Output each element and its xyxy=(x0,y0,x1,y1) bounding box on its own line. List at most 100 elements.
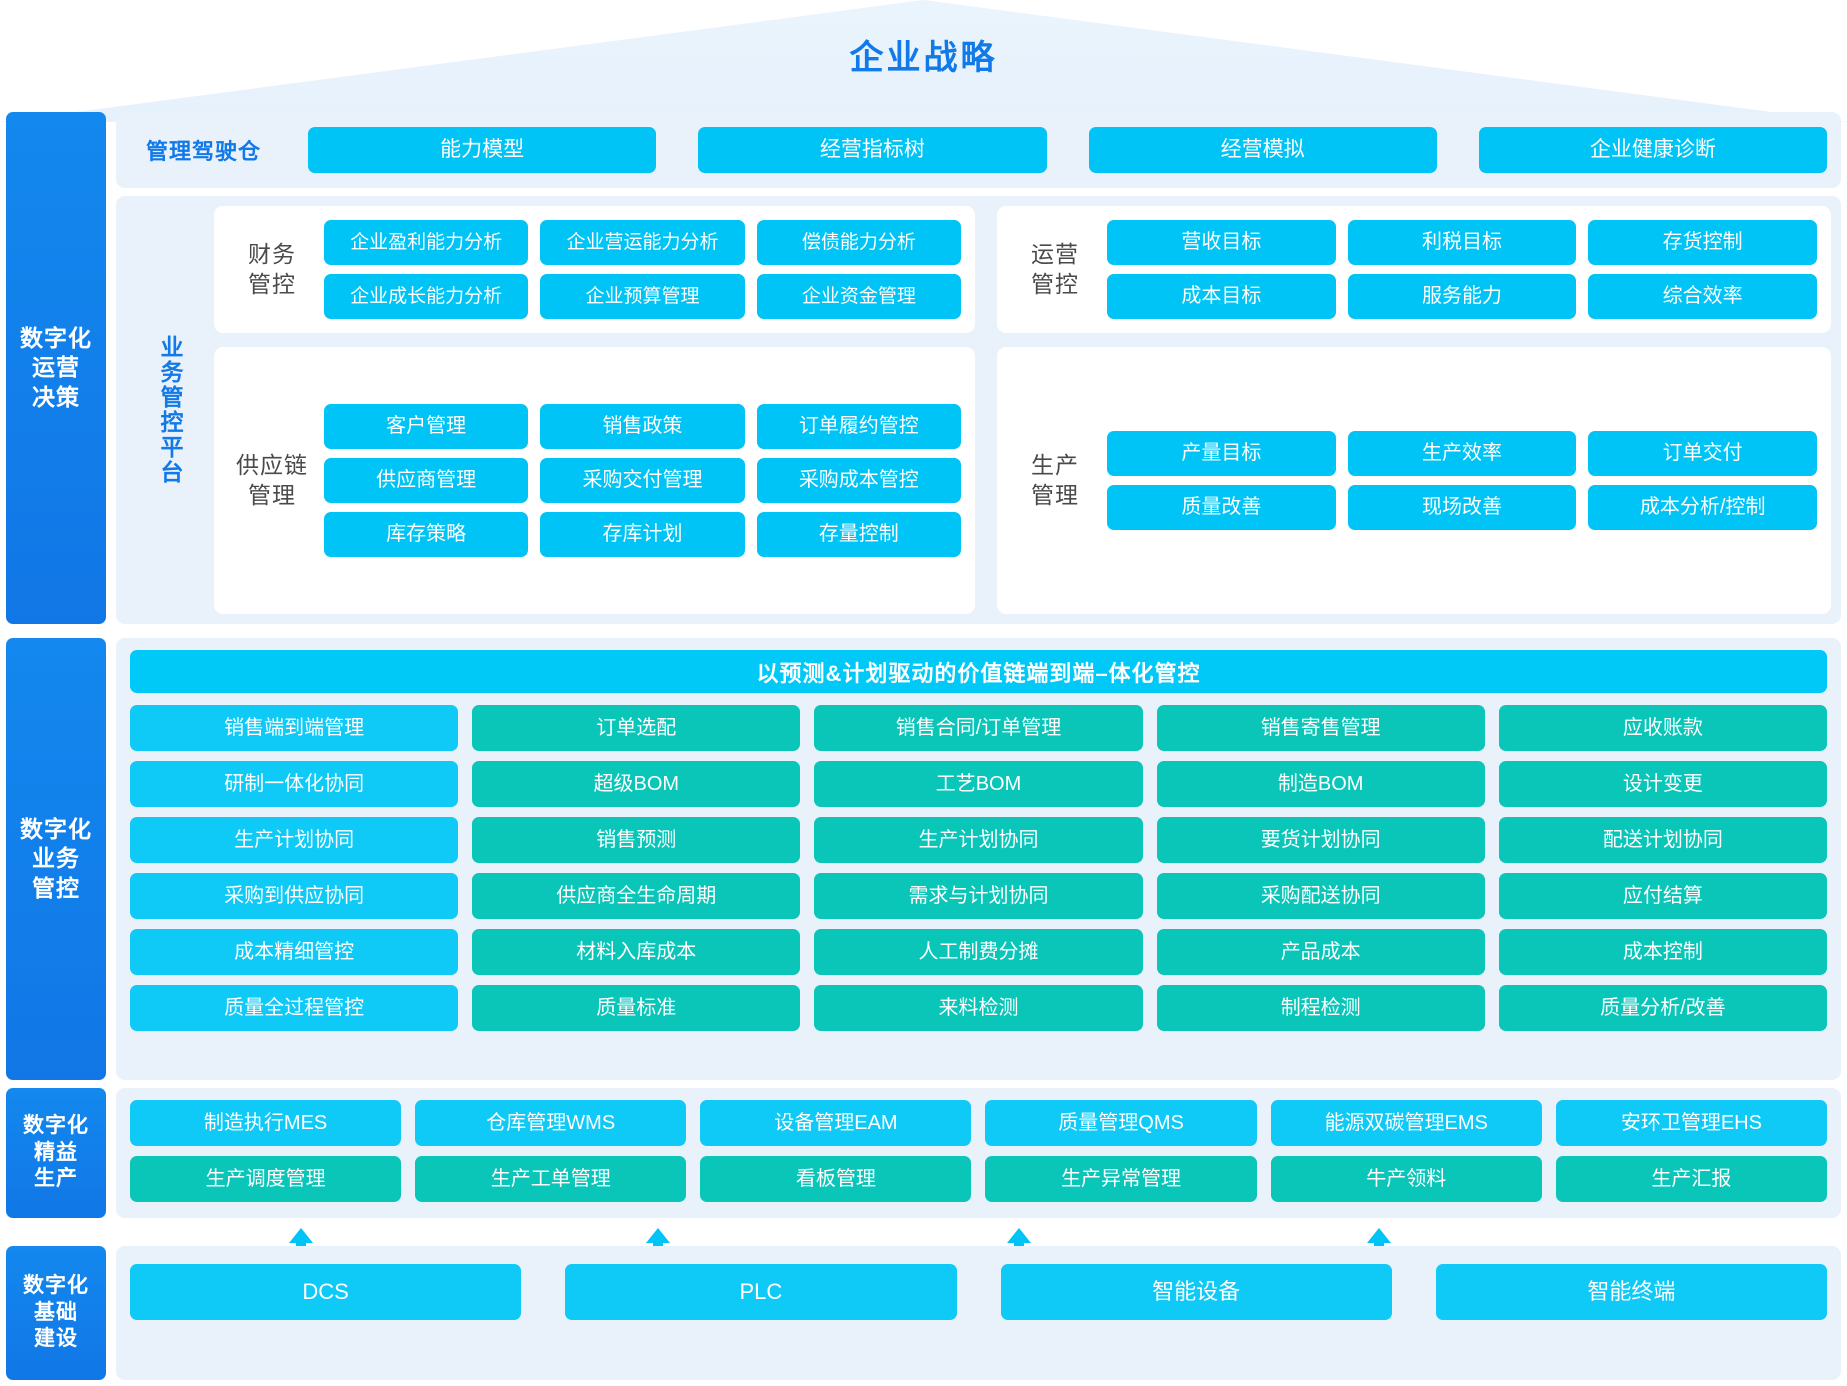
cockpit-item[interactable]: 能力模型 xyxy=(308,127,657,173)
panel-chip[interactable]: 利税目标 xyxy=(1347,220,1577,265)
matrix-chip[interactable]: 销售寄售管理 xyxy=(1156,705,1485,751)
matrix-chip[interactable]: 采购配送协同 xyxy=(1156,873,1485,919)
lean-chip[interactable]: 牛产领料 xyxy=(1270,1156,1542,1202)
panel-chip[interactable]: 产量目标 xyxy=(1107,431,1336,476)
cockpit-item[interactable]: 企业健康诊断 xyxy=(1478,127,1827,173)
panel-chip[interactable]: 采购交付管理 xyxy=(540,458,745,503)
matrix-chip[interactable]: 销售端到端管理 xyxy=(130,705,459,751)
panel-supply-chain-rows: 客户管理 销售政策 订单履约管控 供应商管理 采购交付管理 采购成本管控 库存策… xyxy=(324,404,961,557)
matrix-chip[interactable]: 成本精细管控 xyxy=(130,929,459,975)
management-cockpit-section: 管理驾驶仓 能力模型 经营指标树 经营模拟 企业健康诊断 xyxy=(116,112,1841,188)
cockpit-item[interactable]: 经营指标树 xyxy=(698,127,1047,173)
infra-chip[interactable]: 智能终端 xyxy=(1435,1264,1827,1320)
panel-chip[interactable]: 供应商管理 xyxy=(324,458,529,503)
matrix-chip[interactable]: 采购到供应协同 xyxy=(130,873,459,919)
matrix-chip[interactable]: 销售预测 xyxy=(472,817,801,863)
matrix-chip[interactable]: 需求与计划协同 xyxy=(814,873,1143,919)
panel-chip[interactable]: 生产效率 xyxy=(1347,431,1577,476)
matrix-chip[interactable]: 应收账款 xyxy=(1498,705,1827,751)
panel-chip[interactable]: 企业预算管理 xyxy=(540,274,745,319)
cockpit-item[interactable]: 经营模拟 xyxy=(1088,127,1437,173)
panel-chip[interactable]: 存量控制 xyxy=(756,512,961,557)
matrix-chip[interactable]: 制造BOM xyxy=(1156,761,1485,807)
lean-chip[interactable]: 生产异常管理 xyxy=(985,1156,1257,1202)
panel-chip[interactable]: 综合效率 xyxy=(1588,274,1818,319)
lean-chip[interactable]: 设备管理EAM xyxy=(700,1100,972,1146)
matrix-chip[interactable]: 制程检测 xyxy=(1156,985,1485,1031)
panel-operations: 运营 管控 营收目标 利税目标 存货控制 成本目标 服务能力 综合效率 xyxy=(997,206,1831,333)
panel-chip[interactable]: 库存策略 xyxy=(324,512,529,557)
matrix-chip[interactable]: 产品成本 xyxy=(1156,929,1485,975)
matrix-chip[interactable]: 设计变更 xyxy=(1498,761,1827,807)
panel-label-line: 生产 xyxy=(1031,451,1079,478)
rail-line: 数字化 xyxy=(20,815,92,842)
digital-business-control-matrix: 销售端到端管理 订单选配 销售合同/订单管理 销售寄售管理 应收账款 研制一体化… xyxy=(130,705,1827,1031)
panel-chip[interactable]: 质量改善 xyxy=(1107,485,1336,530)
panel-chip[interactable]: 企业资金管理 xyxy=(756,274,961,319)
panel-chip[interactable]: 企业营运能力分析 xyxy=(540,220,745,265)
rail-digital-lean-production[interactable]: 数字化 精益 生产 xyxy=(6,1088,106,1218)
infra-chip[interactable]: PLC xyxy=(565,1264,957,1320)
panel-chip[interactable]: 偿债能力分析 xyxy=(756,220,961,265)
matrix-chip[interactable]: 销售合同/订单管理 xyxy=(814,705,1143,751)
rail-line: 精益 xyxy=(34,1140,78,1164)
matrix-chip[interactable]: 工艺BOM xyxy=(814,761,1143,807)
lean-chip[interactable]: 能源双碳管理EMS xyxy=(1270,1100,1542,1146)
infra-chip[interactable]: DCS xyxy=(130,1264,522,1320)
panel-chip[interactable]: 企业盈利能力分析 xyxy=(324,220,529,265)
lean-chip[interactable]: 生产调度管理 xyxy=(130,1156,402,1202)
rail-digital-operations-decision[interactable]: 数字化 运营 决策 xyxy=(6,112,106,624)
lean-chip[interactable]: 仓库管理WMS xyxy=(415,1100,687,1146)
matrix-chip[interactable]: 生产计划协同 xyxy=(130,817,459,863)
panel-chip[interactable]: 现场改善 xyxy=(1347,485,1577,530)
management-cockpit-label: 管理驾驶仓 xyxy=(146,139,262,164)
panel-chip[interactable]: 存货控制 xyxy=(1588,220,1818,265)
panel-chip[interactable]: 客户管理 xyxy=(324,404,529,449)
infra-chip[interactable]: 智能设备 xyxy=(1000,1264,1392,1320)
value-chain-banner: 以预测&计划驱动的价值链端到端–体化管控 xyxy=(130,650,1827,693)
lean-chip[interactable]: 看板管理 xyxy=(700,1156,972,1202)
matrix-chip[interactable]: 成本控制 xyxy=(1498,929,1827,975)
lean-chip[interactable]: 质量管理QMS xyxy=(985,1100,1257,1146)
panel-chip[interactable]: 企业成长能力分析 xyxy=(324,274,529,319)
panel-finance-rows: 企业盈利能力分析 企业营运能力分析 偿债能力分析 企业成长能力分析 企业预算管理… xyxy=(324,220,961,319)
lean-chip[interactable]: 生产汇报 xyxy=(1555,1156,1827,1202)
panel-chip[interactable]: 服务能力 xyxy=(1347,274,1577,319)
panel-row: 客户管理 销售政策 订单履约管控 xyxy=(324,404,961,449)
rail-line: 数字化 xyxy=(23,1273,89,1297)
matrix-chip[interactable]: 质量分析/改善 xyxy=(1498,985,1827,1031)
panel-chip[interactable]: 成本目标 xyxy=(1107,274,1336,319)
matrix-chip[interactable]: 质量标准 xyxy=(472,985,801,1031)
panel-chip[interactable]: 销售政策 xyxy=(540,404,745,449)
panel-label-line: 管控 xyxy=(248,270,296,297)
lean-chip[interactable]: 安环卫管理EHS xyxy=(1555,1100,1827,1146)
panel-chip[interactable]: 订单交付 xyxy=(1588,431,1818,476)
matrix-chip[interactable]: 材料入库成本 xyxy=(472,929,801,975)
matrix-chip[interactable]: 质量全过程管控 xyxy=(130,985,459,1031)
panel-chip[interactable]: 营收目标 xyxy=(1107,220,1336,265)
panel-supply-chain: 供应链 管理 客户管理 销售政策 订单履约管控 供应商管理 采购交付管理 采购成… xyxy=(214,347,975,614)
panel-chip[interactable]: 订单履约管控 xyxy=(756,404,961,449)
lean-chip[interactable]: 生产工单管理 xyxy=(415,1156,687,1202)
panel-chip[interactable]: 成本分析/控制 xyxy=(1588,485,1818,530)
panel-finance-label: 财务 管控 xyxy=(220,240,324,300)
rail-digital-business-control[interactable]: 数字化 业务 管控 xyxy=(6,638,106,1080)
matrix-chip[interactable]: 配送计划协同 xyxy=(1498,817,1827,863)
matrix-chip[interactable]: 应付结算 xyxy=(1498,873,1827,919)
matrix-chip[interactable]: 供应商全生命周期 xyxy=(472,873,801,919)
management-cockpit-items: 能力模型 经营指标树 经营模拟 企业健康诊断 xyxy=(308,127,1827,173)
matrix-chip[interactable]: 生产计划协同 xyxy=(814,817,1143,863)
panel-label-line: 供应链 xyxy=(236,451,308,478)
panel-chip[interactable]: 采购成本管控 xyxy=(756,458,961,503)
matrix-chip[interactable]: 研制一体化协同 xyxy=(130,761,459,807)
panel-chip[interactable]: 存库计划 xyxy=(540,512,745,557)
business-control-platform-section: 业务管控平台 财务 管控 企业盈利能力分析 企业营运能力分析 偿债能力分析 企业… xyxy=(116,196,1841,624)
matrix-chip[interactable]: 人工制费分摊 xyxy=(814,929,1143,975)
lean-chip[interactable]: 制造执行MES xyxy=(130,1100,402,1146)
rail-digital-infrastructure[interactable]: 数字化 基础 建设 xyxy=(6,1246,106,1380)
matrix-chip[interactable]: 来料检测 xyxy=(814,985,1143,1031)
matrix-chip[interactable]: 订单选配 xyxy=(472,705,801,751)
matrix-chip[interactable]: 超级BOM xyxy=(472,761,801,807)
matrix-chip[interactable]: 要货计划协同 xyxy=(1156,817,1485,863)
panel-row: 库存策略 存库计划 存量控制 xyxy=(324,512,961,557)
